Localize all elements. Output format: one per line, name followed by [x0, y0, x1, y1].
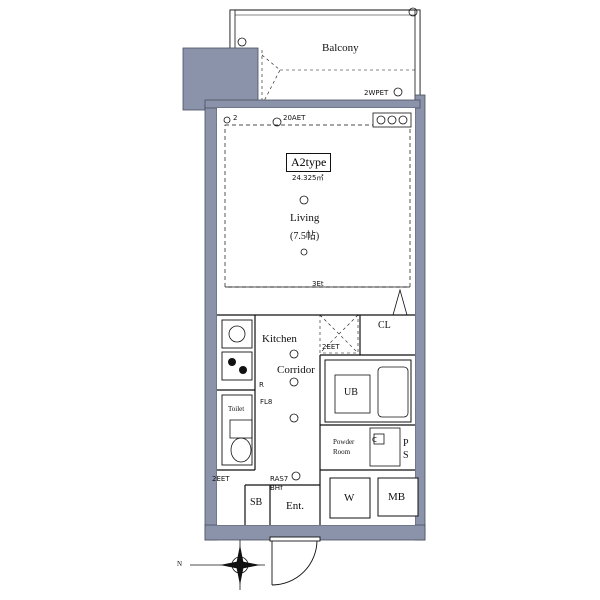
kitchen-label: Kitchen: [262, 333, 297, 345]
balcony-label: Balcony: [322, 42, 359, 54]
entrance-door: [269, 536, 321, 586]
stove-icon: [221, 351, 253, 381]
corridor-light-icon: [289, 377, 299, 387]
outlet-icon: [223, 116, 231, 124]
tv-outlet-icon: [300, 248, 308, 256]
corridor-label: Corridor: [277, 364, 315, 376]
fl8-label: FL8: [260, 398, 273, 406]
kitchen-sink: [221, 319, 253, 349]
20aet-label: 20AET: [283, 114, 306, 122]
washer-space: [329, 477, 371, 519]
storage-marker-icon: [392, 288, 408, 316]
2eet-lower-label: 2EET: [212, 475, 230, 483]
outlet-2wp-icon: [393, 87, 403, 97]
2wpet-label: 2WPET: [364, 89, 389, 97]
ps-label: P S: [403, 438, 409, 461]
cl-x-marking: [319, 314, 359, 354]
unit-bath: [324, 359, 412, 423]
toilet-label: Toilet: [228, 405, 245, 413]
entrance-light-icon: [291, 471, 301, 481]
balcony-area: [229, 7, 421, 106]
r-label: R: [259, 381, 264, 389]
outlet-group-icon: [372, 112, 412, 128]
kitchen-light-icon: [289, 349, 299, 359]
compass-icon: [190, 540, 265, 590]
partition-walls: [217, 314, 415, 525]
num-2-label: 2: [233, 114, 238, 122]
w-label: W: [344, 492, 355, 504]
living-boundary: [224, 124, 411, 288]
living-label: Living: [290, 212, 320, 224]
3et-label: 3Et: [312, 280, 324, 288]
sb-label: SB: [250, 497, 263, 508]
2eet-upper-label: 2EET: [322, 343, 340, 351]
powder-room-label: Powder Room: [333, 438, 355, 456]
outer-walls: [182, 47, 426, 541]
compass-n-label: N: [177, 560, 183, 568]
area-label: 24.325㎡: [292, 174, 324, 182]
outlet-20a-icon: [272, 117, 282, 127]
ceiling-light-icon: [299, 195, 309, 205]
c-label: C: [372, 436, 377, 444]
ras7-label: RAS7 BHf: [270, 475, 289, 492]
washbasin-icon: [369, 427, 401, 467]
ent-label: Ent.: [286, 500, 305, 512]
cl-label: CL: [378, 320, 391, 331]
ub-label: UB: [344, 387, 358, 398]
type-label: A2type: [286, 153, 332, 172]
living-size-label: (7.5帖): [290, 231, 320, 242]
corridor-light-2-icon: [289, 413, 299, 423]
toilet-icon: [221, 394, 253, 466]
meter-box: [377, 477, 419, 517]
mb-label: MB: [388, 491, 406, 503]
